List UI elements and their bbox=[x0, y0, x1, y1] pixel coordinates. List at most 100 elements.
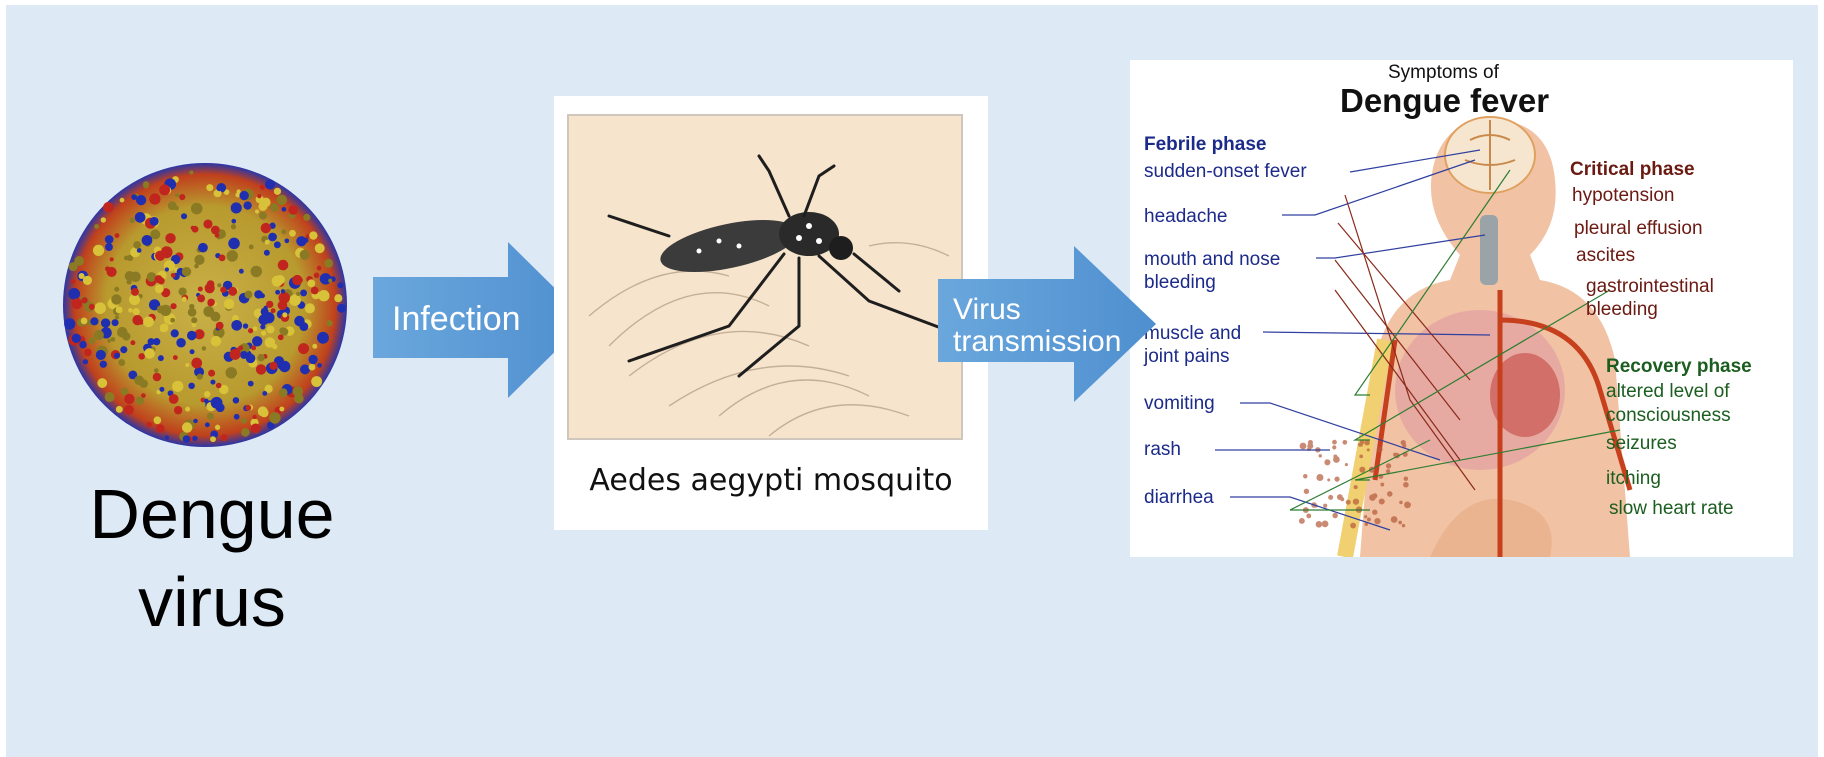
virus-protein-dot bbox=[252, 415, 256, 419]
virus-protein-dot bbox=[234, 414, 240, 420]
virus-protein-dot bbox=[253, 326, 258, 331]
virus-protein-dot bbox=[282, 207, 287, 212]
virus-protein-dot bbox=[260, 324, 265, 329]
virus-protein-dot bbox=[240, 351, 248, 359]
virus-protein-dot bbox=[210, 436, 216, 442]
virus-protein-dot bbox=[251, 266, 262, 277]
virus-protein-dot bbox=[300, 289, 307, 296]
virus-protein-dot bbox=[94, 224, 99, 229]
virus-protein-dot bbox=[241, 418, 247, 424]
virus-protein-dot bbox=[133, 241, 141, 249]
virus-protein-dot bbox=[101, 318, 110, 327]
dengue-virus-image bbox=[58, 158, 352, 452]
virus-protein-dot bbox=[268, 233, 277, 242]
virus-protein-dot bbox=[194, 264, 198, 268]
rash-dot bbox=[1372, 510, 1377, 515]
virus-protein-dot bbox=[71, 279, 76, 284]
virus-protein-dot bbox=[285, 238, 290, 243]
rash-dot bbox=[1316, 521, 1323, 528]
virus-protein-dot bbox=[289, 230, 296, 237]
virus-protein-dot bbox=[243, 323, 248, 328]
virus-protein-dot bbox=[245, 291, 253, 299]
virus-protein-dot bbox=[262, 391, 267, 396]
virus-protein-dot bbox=[188, 383, 195, 390]
virus-protein-dot bbox=[197, 374, 203, 380]
febrile-phase-heading: Febrile phase bbox=[1144, 133, 1267, 156]
virus-protein-dot bbox=[265, 179, 275, 189]
virus-protein-dot bbox=[103, 202, 114, 213]
virus-protein-dot bbox=[281, 289, 285, 293]
virus-protein-dot bbox=[289, 294, 301, 306]
virus-protein-dot bbox=[206, 184, 213, 191]
virus-protein-dot bbox=[275, 275, 285, 285]
virus-protein-dot bbox=[259, 212, 267, 220]
virus-protein-dot bbox=[198, 243, 208, 253]
virus-protein-dot bbox=[134, 375, 144, 385]
virus-protein-dot bbox=[216, 322, 224, 330]
virus-protein-dot bbox=[337, 282, 343, 288]
virus-protein-dot bbox=[165, 267, 169, 271]
recovery-item: consciousness bbox=[1606, 404, 1731, 427]
virus-protein-dot bbox=[211, 226, 220, 235]
virus-protein-dot bbox=[311, 287, 319, 295]
virus-protein-dot bbox=[172, 381, 183, 392]
virus-protein-dot bbox=[170, 303, 176, 309]
rash-dot bbox=[1333, 454, 1337, 458]
virus-protein-dot bbox=[211, 397, 223, 409]
rash-dot bbox=[1401, 440, 1406, 445]
critical-item: gastrointestinal bbox=[1586, 275, 1714, 298]
virus-protein-dot bbox=[115, 233, 120, 238]
virus-protein-dot bbox=[171, 329, 179, 337]
virus-label-line2: virus bbox=[62, 558, 362, 646]
virus-protein-dot bbox=[185, 407, 190, 412]
virus-protein-dot bbox=[131, 288, 139, 296]
virus-protein-dot bbox=[128, 308, 133, 313]
rash-dot bbox=[1337, 494, 1343, 500]
virus-protein-dot bbox=[216, 383, 222, 389]
virus-protein-dot bbox=[205, 283, 215, 293]
virus-protein-dot bbox=[154, 368, 159, 373]
virus-protein-dot bbox=[125, 271, 135, 281]
virus-protein-dot bbox=[326, 320, 332, 326]
mosquito-image bbox=[567, 114, 963, 440]
mosquito-caption: Aedes aegypti mosquito bbox=[554, 463, 988, 498]
rash-dot bbox=[1319, 454, 1322, 457]
virus-protein-dot bbox=[159, 184, 170, 195]
virus-protein-dot bbox=[309, 364, 316, 371]
virus-protein-dot bbox=[271, 308, 276, 313]
virus-protein-dot bbox=[182, 267, 191, 276]
virus-protein-dot bbox=[173, 355, 178, 360]
virus-protein-dot bbox=[279, 361, 290, 372]
virus-protein-dot bbox=[281, 229, 286, 234]
rash-dot bbox=[1391, 516, 1398, 523]
virus-protein-dot bbox=[159, 387, 164, 392]
virus-protein-dot bbox=[178, 287, 186, 295]
virus-protein-dot bbox=[221, 434, 228, 441]
virus-protein-dot bbox=[309, 231, 317, 239]
virus-protein-dot bbox=[169, 394, 179, 404]
virus-protein-dot bbox=[64, 318, 75, 329]
virus-protein-dot bbox=[138, 353, 145, 360]
virus-protein-dot bbox=[144, 348, 155, 359]
symptoms-chart: Symptoms of Dengue fever Febrile phase s… bbox=[1130, 60, 1793, 557]
rash-dot bbox=[1380, 483, 1384, 487]
rash-dot bbox=[1387, 491, 1393, 497]
recovery-item: itching bbox=[1606, 467, 1661, 490]
virus-protein-dot bbox=[210, 380, 215, 385]
virus-protein-dot bbox=[249, 244, 254, 249]
rash-dot bbox=[1345, 463, 1348, 466]
virus-protein-dot bbox=[171, 273, 176, 278]
virus-protein-dot bbox=[215, 425, 220, 430]
virus-protein-dot bbox=[97, 378, 107, 388]
virus-protein-dot bbox=[100, 361, 107, 368]
virus-protein-dot bbox=[188, 308, 197, 317]
virus-protein-dot bbox=[170, 318, 175, 323]
virus-protein-dot bbox=[243, 201, 251, 209]
virus-protein-dot bbox=[117, 327, 128, 338]
virus-protein-dot bbox=[274, 188, 281, 195]
virus-protein-dot bbox=[155, 284, 164, 293]
virus-protein-dot bbox=[245, 405, 251, 411]
rash-dot bbox=[1364, 515, 1367, 518]
rash-dot bbox=[1324, 459, 1330, 465]
virus-protein-dot bbox=[124, 405, 134, 415]
